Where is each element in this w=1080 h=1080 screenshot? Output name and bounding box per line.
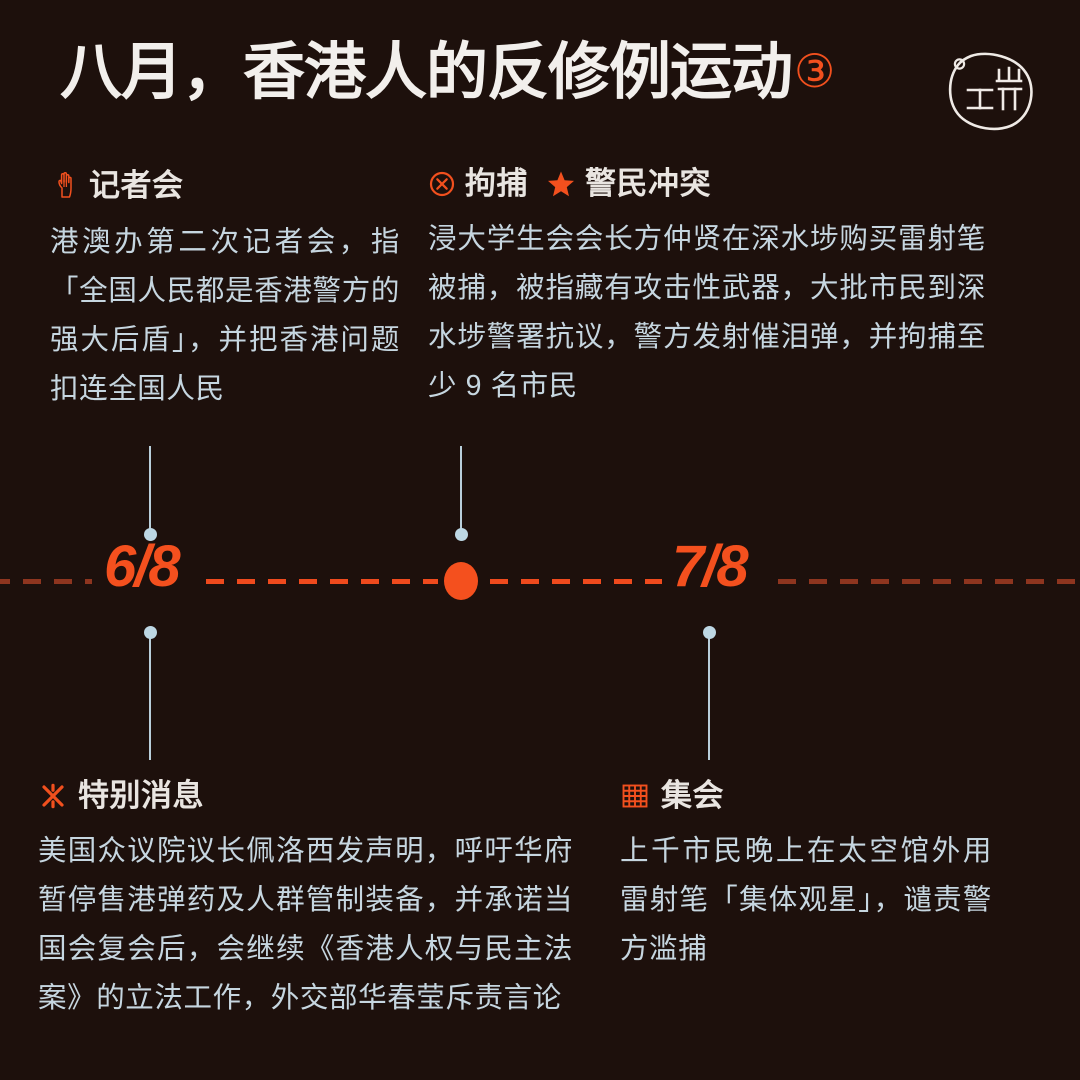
connector-line-assembly xyxy=(708,632,710,760)
event-special-news: 特别消息 美国众议院议长佩洛西发声明，呼吁华府暂停售港弹药及人群管制装备，并承诺… xyxy=(38,780,573,1023)
axis-dash-segment-right xyxy=(778,579,1080,584)
event-press-conference: 记者会 港澳办第二次记者会，指「全国人民都是香港警方的强大后盾」，并把香港问题扣… xyxy=(50,168,400,414)
title-sequence-marker: ③ xyxy=(794,45,835,97)
event-arrest-and-clash: 拘捕 警民冲突 浸大学生会会长方仲贤在深水埗购买雷射笔被捕，被指藏有攻击性武器，… xyxy=(428,168,986,411)
axis-dash-segment-mid-a xyxy=(206,579,438,584)
event-assembly: 集会 上千市民晚上在太空馆外用雷射笔「集体观星」，谴责警方滥捕 xyxy=(620,780,992,974)
timeline-date-label: 6/8 xyxy=(104,534,181,599)
event-tag-label: 特别消息 xyxy=(78,778,204,813)
connector-line-special-news xyxy=(149,632,151,760)
logo-circle-icon xyxy=(948,52,1033,131)
connector-dot-assembly xyxy=(702,626,716,639)
axis-dash-segment-left xyxy=(0,579,92,584)
circled-x-icon xyxy=(428,170,456,198)
event-body-text: 浸大学生会会长方仲贤在深水埗购买雷射笔被捕，被指藏有攻击性武器，大批市民到深水埗… xyxy=(428,223,986,402)
asterisk-reference-icon xyxy=(38,781,68,811)
event-body-text: 上千市民晚上在太空馆外用雷射笔「集体观星」，谴责警方滥捕 xyxy=(620,835,992,965)
connector-dot-arrest xyxy=(454,528,468,541)
timeline-current-marker xyxy=(444,562,478,600)
connector-line-arrest xyxy=(460,446,462,534)
connector-dot-press-conference xyxy=(143,528,157,541)
event-tag-label: 集会 xyxy=(661,778,724,813)
header: 八月，香港人的反修例运动③ xyxy=(0,0,1080,160)
event-header: 拘捕 警民冲突 xyxy=(428,168,986,199)
event-tag-label: 拘捕 xyxy=(465,166,528,201)
event-tag-label: 记者会 xyxy=(89,167,184,203)
timeline-axis: 6/8 7/8 xyxy=(0,538,1080,602)
pointing-hand-icon xyxy=(50,168,80,202)
axis-dash-segment-mid-b xyxy=(490,579,662,584)
connector-dot-special-news xyxy=(143,626,157,639)
event-header: 特别消息 xyxy=(38,780,573,811)
event-body-text: 港澳办第二次记者会，指「全国人民都是香港警方的强大后盾」，并把香港问题扣连全国人… xyxy=(50,226,400,405)
page-title-text: 八月，香港人的反修例运动 xyxy=(60,38,793,107)
timeline-date-label: 7/8 xyxy=(672,534,749,599)
event-header: 记者会 xyxy=(50,168,400,202)
star-icon xyxy=(546,169,576,199)
grid-icon xyxy=(620,781,650,811)
event-tag-label: 警民冲突 xyxy=(585,166,711,201)
event-body-text: 美国众议院议长佩洛西发声明，呼吁华府暂停售港弹药及人群管制装备，并承诺当国会复会… xyxy=(38,835,573,1014)
event-header: 集会 xyxy=(620,780,992,811)
page-title: 八月，香港人的反修例运动③ xyxy=(60,42,835,104)
connector-line-press-conference xyxy=(149,446,151,534)
initium-logo xyxy=(944,44,1036,136)
